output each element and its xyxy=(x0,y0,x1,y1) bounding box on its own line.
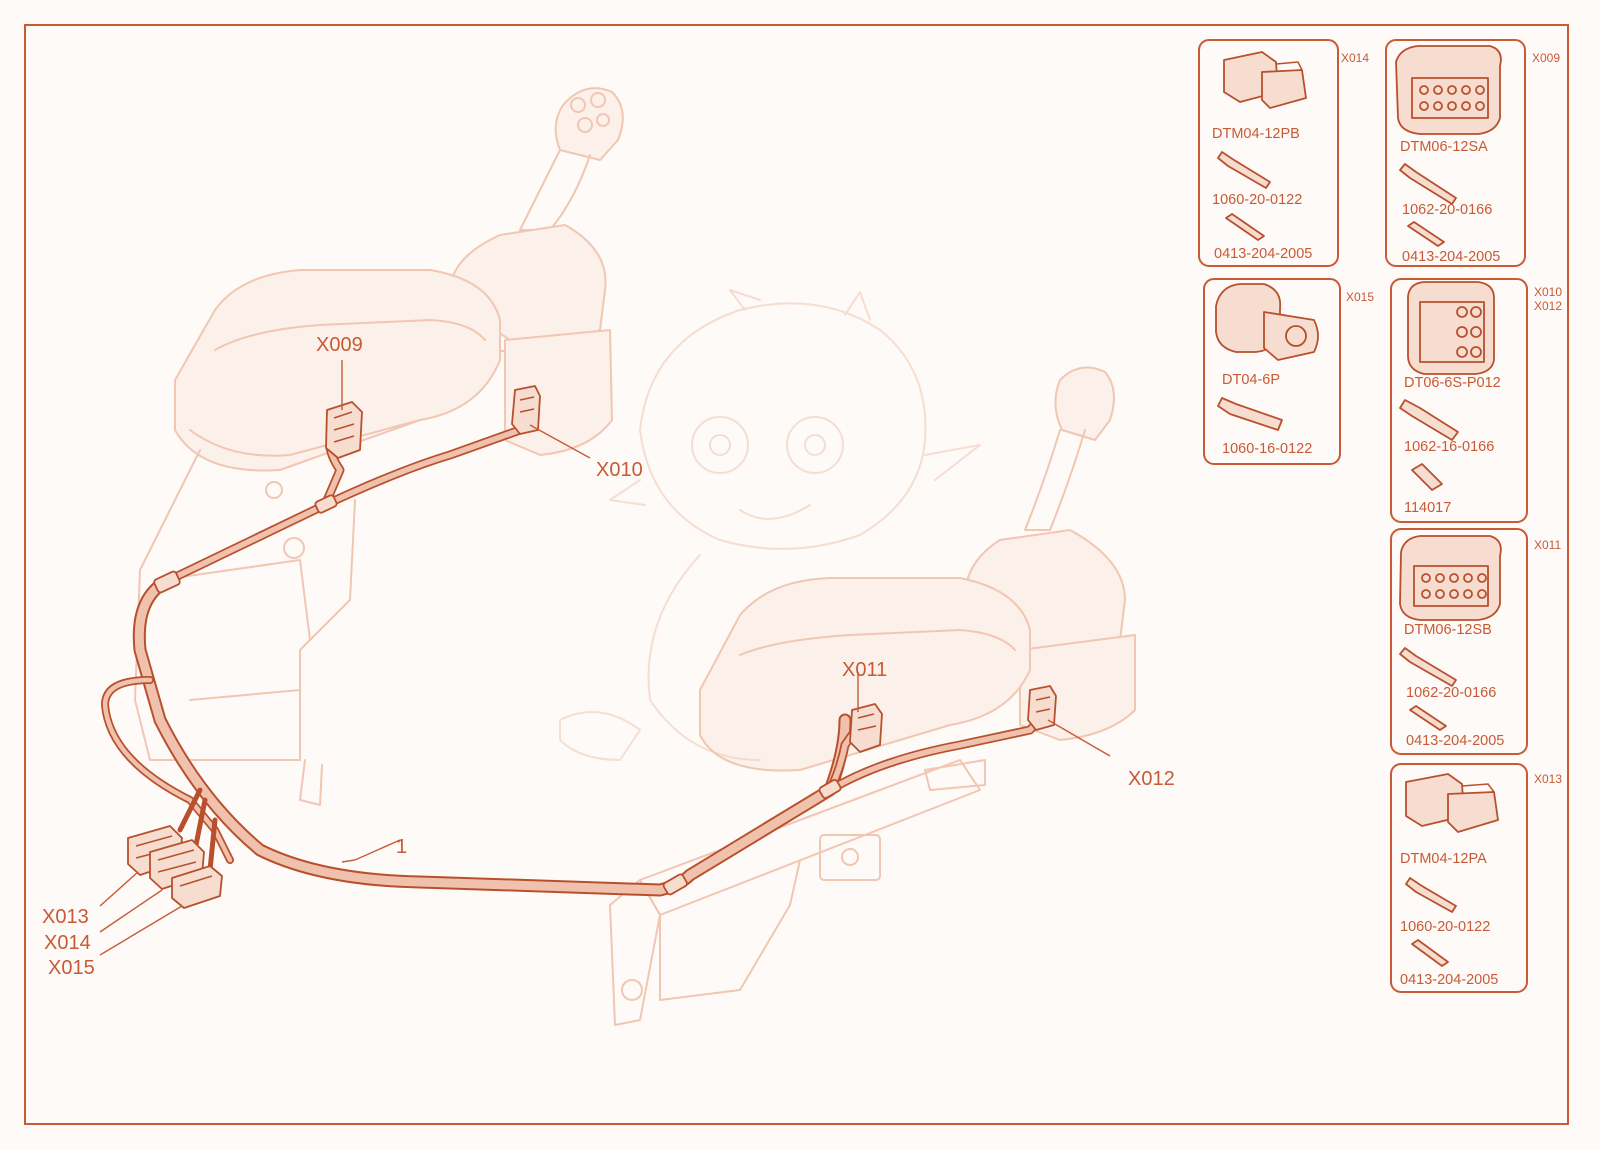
part-number: DTM04-12PA xyxy=(1400,851,1487,867)
sealing-plug-icon xyxy=(1411,463,1443,491)
socket-contact-icon xyxy=(1399,163,1457,205)
connector-receptacle-icon xyxy=(1407,281,1495,375)
panel-id: X013 xyxy=(1534,772,1562,786)
callout-x013: X013 xyxy=(42,906,89,928)
part-number: 1062-16-0166 xyxy=(1404,439,1494,455)
pin-contact-icon xyxy=(1217,151,1271,189)
panel-x011: X011 DTM06-12SB 1062-20-0166 0413-204-20… xyxy=(1390,528,1561,755)
connector-x010 xyxy=(511,385,541,435)
panel-id: X014 xyxy=(1341,51,1369,65)
part-number: 114017 xyxy=(1404,500,1451,516)
part-number: DTM06-12SA xyxy=(1400,139,1488,155)
connector-plug-icon xyxy=(1215,283,1319,361)
armrest-assembly-left xyxy=(134,87,624,806)
drawing-frame xyxy=(24,24,1569,1125)
part-number: DT06-6S-P012 xyxy=(1404,375,1501,391)
wire-harness xyxy=(101,425,1045,897)
connector-receptacle-icon xyxy=(1395,45,1502,135)
part-number: 0413-204-2005 xyxy=(1214,246,1312,262)
sealing-plug-icon xyxy=(1411,939,1449,967)
panel-id: X015 xyxy=(1346,290,1374,304)
part-number: DT04-6P xyxy=(1222,372,1280,388)
connector-receptacle-icon xyxy=(1399,535,1502,621)
part-number: 1060-20-0122 xyxy=(1212,192,1302,208)
part-number: 1060-20-0122 xyxy=(1400,919,1490,935)
part-number: 1062-20-0166 xyxy=(1406,685,1496,701)
sealing-plug-icon xyxy=(1225,213,1265,241)
part-number: 0413-204-2005 xyxy=(1402,249,1500,265)
sealing-plug-icon xyxy=(1409,705,1447,731)
callout-x014: X014 xyxy=(44,932,91,954)
panel-id: X011 xyxy=(1534,538,1561,552)
callout-x011: X011 xyxy=(842,659,887,681)
panel-id: X009 xyxy=(1532,51,1560,65)
connector-x012 xyxy=(1027,685,1057,731)
pin-contact-icon xyxy=(1405,877,1457,913)
panel-x013: X013 DTM04-12PA 1060-20-0122 0413-204-20… xyxy=(1390,763,1562,993)
socket-contact-icon xyxy=(1399,647,1457,687)
connector-plug-icon xyxy=(1405,773,1499,833)
part-number: DTM04-12PB xyxy=(1212,126,1300,142)
sealing-plug-icon xyxy=(1407,221,1445,247)
connector-x009 xyxy=(325,401,363,459)
panel-x015: X015 DT04-6P 1060-16-0122 xyxy=(1203,278,1374,465)
dragon-watermark-figure xyxy=(559,289,981,761)
panel-id-secondary: X012 xyxy=(1534,299,1562,313)
connector-x011 xyxy=(849,703,883,753)
socket-contact-icon xyxy=(1399,399,1459,441)
connector-x015 xyxy=(171,865,223,909)
callout-x012: X012 xyxy=(1128,768,1175,790)
panel-x010-x012: X010 X012 DT06-6S-P012 1062-16-0166 1140… xyxy=(1390,278,1562,523)
callout-x015: X015 xyxy=(48,957,95,979)
callout-x009: X009 xyxy=(316,334,363,356)
part-number: 0413-204-2005 xyxy=(1400,972,1498,988)
panel-id: X010 xyxy=(1534,285,1562,299)
callout-item-1: 1 xyxy=(396,836,407,858)
pin-contact-icon xyxy=(1217,397,1283,431)
part-number: 1062-20-0166 xyxy=(1402,202,1492,218)
callout-x010: X010 xyxy=(596,459,643,481)
part-number: DTM06-12SB xyxy=(1404,622,1492,638)
part-number: 0413-204-2005 xyxy=(1406,733,1504,749)
panel-x009: X009 DTM06-12SA 1062-20-0166 0413-204-20… xyxy=(1385,39,1560,267)
panel-x014: X014 DTM04-12PB 1060-20-0122 0413-204-20… xyxy=(1198,39,1369,267)
part-number: 1060-16-0122 xyxy=(1222,441,1312,457)
connector-plug-icon xyxy=(1223,51,1307,109)
callout-leaders xyxy=(99,360,1111,956)
